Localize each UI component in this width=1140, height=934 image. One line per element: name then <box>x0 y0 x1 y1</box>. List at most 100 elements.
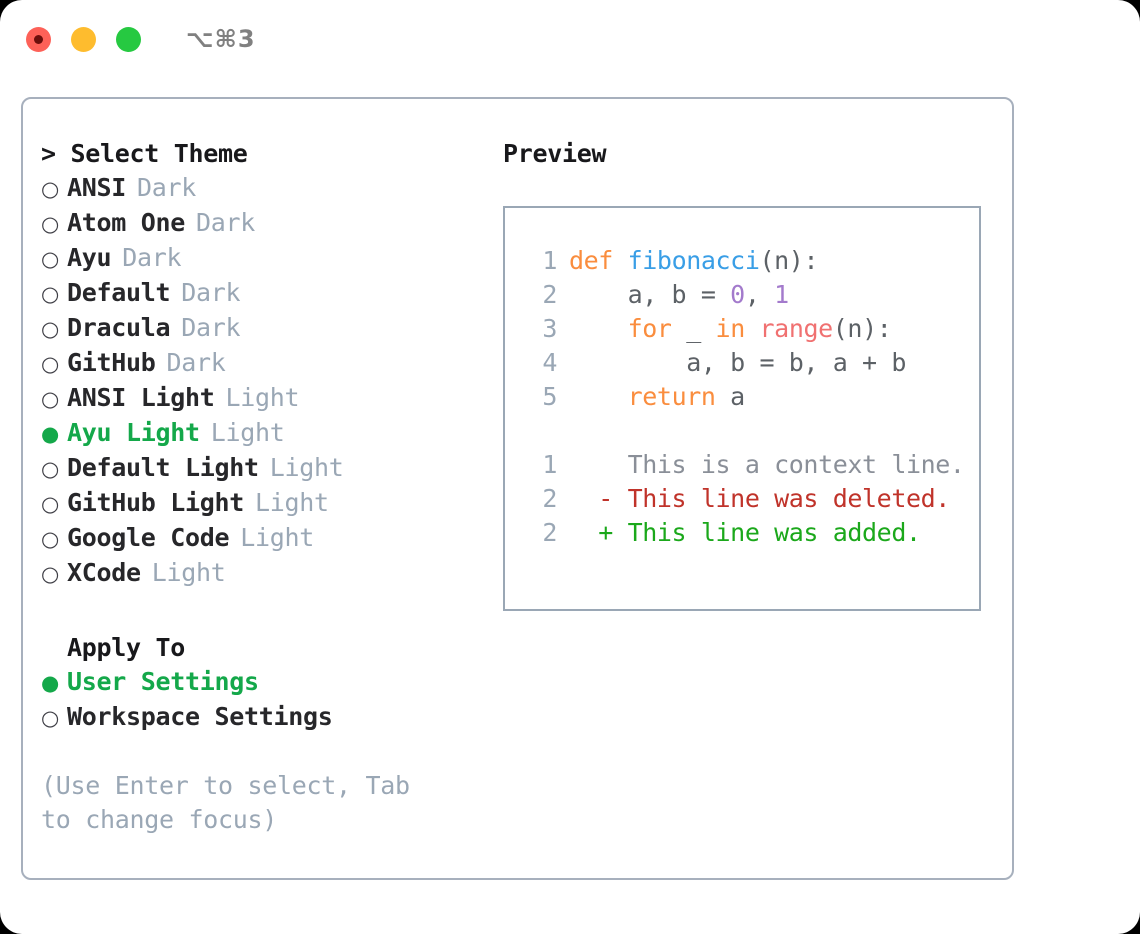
theme-option-label: Default <box>67 278 171 307</box>
keyboard-shortcut-label: ⌥⌘3 <box>186 25 256 53</box>
code-line: 2 a, b = 0, 1 <box>523 278 979 312</box>
radio-selected-icon: ● <box>41 422 60 446</box>
keyboard-hint-text: (Use Enter to select, Tab to change focu… <box>41 771 410 834</box>
diff-line-ctx: 1 This is a context line. <box>523 448 979 482</box>
diff-line-number: 2 <box>542 484 557 513</box>
theme-option-xcode[interactable]: ○ XCode Light <box>41 556 481 591</box>
radio-unselected-icon: ○ <box>41 527 60 551</box>
code-token-txt: a, b = b, a + b <box>569 348 906 377</box>
theme-option-dracula[interactable]: ○ Dracula Dark <box>41 311 481 346</box>
code-token-num: 0 <box>730 280 745 309</box>
code-token-num: 1 <box>774 280 789 309</box>
diff-line-number: 1 <box>542 450 557 479</box>
select-theme-label: Select Theme <box>70 139 248 168</box>
theme-option-tag: Dark <box>196 208 256 237</box>
theme-option-label: ANSI Light <box>67 383 215 412</box>
code-token-fn: fibonacci <box>627 246 760 275</box>
theme-option-label: Default Light <box>67 453 259 482</box>
theme-option-label: Google Code <box>67 523 230 552</box>
code-line-number: 5 <box>542 382 557 411</box>
theme-option-label: XCode <box>67 558 141 587</box>
code-token-txt: , <box>744 280 775 309</box>
theme-option-label: ANSI <box>67 173 127 202</box>
radio-unselected-icon: ○ <box>41 212 60 236</box>
apply-to-option-label: Workspace Settings <box>67 702 333 731</box>
prompt-caret-icon: > <box>41 139 56 168</box>
code-line-number: 3 <box>542 314 557 343</box>
code-line: 3 for _ in range(n): <box>523 312 979 346</box>
code-token-txt <box>569 382 628 411</box>
diff-line-text: - This line was deleted. <box>569 484 950 513</box>
code-token-bin: range <box>759 314 834 343</box>
radio-selected-icon: ● <box>41 671 60 695</box>
code-line: 5 return a <box>523 380 979 414</box>
radio-unselected-icon: ○ <box>41 562 60 586</box>
code-token-txt: a <box>715 382 745 411</box>
apply-to-option-workspace-settings[interactable]: ○ Workspace Settings <box>41 700 481 735</box>
radio-unselected-icon: ○ <box>41 247 60 271</box>
theme-option-tag: Dark <box>166 348 226 377</box>
code-line-number: 2 <box>542 280 557 309</box>
code-token-txt <box>569 314 628 343</box>
code-token-kw: return <box>627 382 716 411</box>
code-token-kw: for <box>627 314 672 343</box>
code-token-punc: (n): <box>832 314 892 343</box>
section-spacer <box>41 591 481 631</box>
theme-option-tag: Light <box>240 523 315 552</box>
radio-unselected-icon: ○ <box>41 706 60 730</box>
theme-option-tag: Dark <box>181 313 241 342</box>
radio-unselected-icon: ○ <box>41 317 60 341</box>
theme-option-tag: Dark <box>181 278 241 307</box>
theme-option-tag: Light <box>151 558 226 587</box>
diff-sample: 1 This is a context line.2 - This line w… <box>523 448 979 550</box>
code-token-punc: (n): <box>759 246 819 275</box>
close-button[interactable] <box>26 26 51 52</box>
theme-option-label: Dracula <box>67 313 171 342</box>
maximize-button[interactable] <box>116 26 141 52</box>
theme-option-tag: Light <box>255 488 329 517</box>
theme-option-tag: Light <box>210 418 285 447</box>
apply-to-option-list: ● User Settings ○ Workspace Settings <box>41 665 481 735</box>
diff-line-text: + This line was added. <box>569 518 921 547</box>
hint-spacer <box>41 735 481 769</box>
radio-unselected-icon: ○ <box>41 177 60 201</box>
radio-unselected-icon: ○ <box>41 457 60 481</box>
apply-to-option-label: User Settings <box>67 667 259 696</box>
code-diff-spacer <box>523 414 979 448</box>
diff-line-add: 2 + This line was added. <box>523 516 979 550</box>
theme-option-tag: Light <box>225 383 300 412</box>
theme-option-github-light[interactable]: ○ GitHub Light Light <box>41 486 481 521</box>
theme-option-ayu-light[interactable]: ● Ayu Light Light <box>41 416 481 451</box>
code-line: 4 a, b = b, a + b <box>523 346 979 380</box>
theme-option-label: Ayu Light <box>67 418 200 447</box>
title-bar: ⌥⌘3 <box>0 0 1140 78</box>
window-controls <box>26 26 141 52</box>
theme-option-google-code[interactable]: ○ Google Code Light <box>41 521 481 556</box>
minimize-button[interactable] <box>71 26 96 52</box>
code-line-number: 1 <box>542 246 557 275</box>
theme-option-tag: Light <box>269 453 344 482</box>
theme-option-label: GitHub Light <box>67 488 245 517</box>
radio-unselected-icon: ○ <box>41 492 60 516</box>
theme-option-tag: Dark <box>137 173 197 202</box>
apply-to-header: Apply To <box>67 633 186 662</box>
code-token-txt <box>745 314 760 343</box>
theme-option-ansi[interactable]: ○ ANSI Dark <box>41 171 481 206</box>
theme-option-tag: Dark <box>122 243 182 272</box>
apply-to-option-user-settings[interactable]: ● User Settings <box>41 665 481 700</box>
code-token-kw: in <box>715 314 746 343</box>
theme-option-default-light[interactable]: ○ Default Light Light <box>41 451 481 486</box>
